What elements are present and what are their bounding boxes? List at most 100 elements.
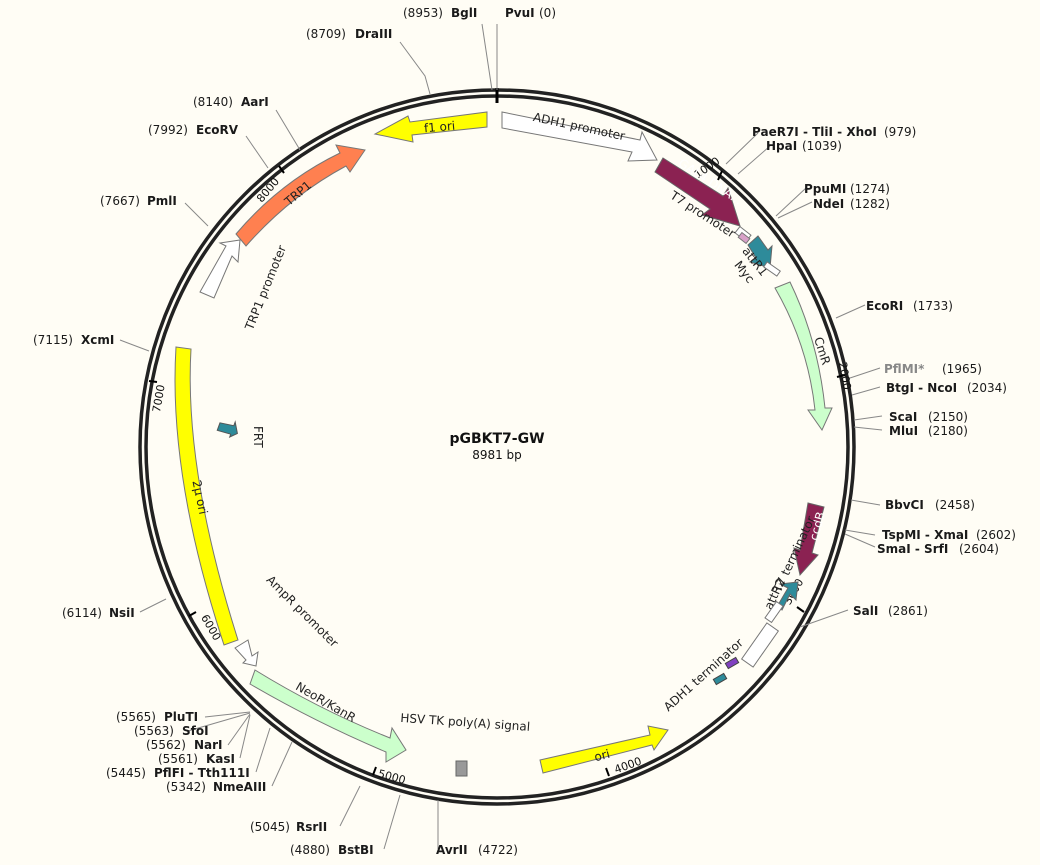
site-pos-bbvci: (2458) bbox=[935, 498, 975, 512]
site-pos-pflmi: (1965) bbox=[942, 362, 982, 376]
feature-arrow-2mu-ori bbox=[174, 346, 239, 646]
site-name-nari: NarI bbox=[194, 738, 223, 752]
site-name-sali: SalI bbox=[853, 604, 878, 618]
feature-label-frt: FRT bbox=[251, 426, 265, 448]
leader-pmli bbox=[184, 202, 209, 227]
feature-label-ampr-promoter: AmpR promoter bbox=[264, 573, 341, 650]
leader-btgi bbox=[851, 386, 881, 396]
tick-6000 bbox=[188, 611, 197, 617]
site-name-xcmi: XcmI bbox=[81, 333, 114, 347]
leader-scai bbox=[853, 415, 883, 421]
site-name-xhoi: PaeR7I - TliI - XhoI bbox=[752, 125, 877, 139]
feature-arrow-attr2 bbox=[777, 581, 799, 611]
site-pos-xcmi: (7115) bbox=[33, 333, 73, 347]
site-name-bbvci: BbvCI bbox=[885, 498, 924, 512]
site-name-ndei: NdeI bbox=[813, 197, 844, 211]
site-pos-avrii: (4722) bbox=[478, 843, 518, 857]
feature-arrow-attr1 bbox=[747, 235, 773, 269]
tick-4000 bbox=[605, 767, 610, 777]
site-pos-bstbi: (4880) bbox=[290, 843, 330, 857]
site-pos-kasi: (5561) bbox=[158, 752, 198, 766]
site-pos-ecori: (1733) bbox=[913, 299, 953, 313]
site-pos-mlui: (2180) bbox=[928, 424, 968, 438]
plasmid-name: pGBKT7-GW bbox=[449, 431, 544, 447]
site-name-scai: ScaI bbox=[889, 410, 917, 424]
feature-label-ori: ori bbox=[593, 747, 612, 765]
feature-arrow-t7-terminator bbox=[764, 600, 784, 624]
leader-pflfi bbox=[255, 727, 271, 773]
site-pos-hpai: (1039) bbox=[802, 139, 842, 153]
site-name-pluti: PluTI bbox=[164, 710, 198, 724]
site-pos-sfoi: (5563) bbox=[134, 724, 174, 738]
tick-3000 bbox=[796, 606, 805, 613]
site-name-pflmi: PflMI* bbox=[884, 362, 925, 376]
site-name-btgi: BtgI - NcoI bbox=[886, 381, 957, 395]
leader-nari bbox=[227, 713, 251, 746]
site-pos-pluti: (5565) bbox=[116, 710, 156, 724]
feature-label-trp1-promoter: TRP1 promoter bbox=[242, 243, 289, 333]
leader-xcmi bbox=[119, 339, 150, 352]
leader-rsrii bbox=[339, 785, 361, 827]
tick-7000 bbox=[148, 380, 158, 383]
site-pos-nsii: (6114) bbox=[62, 606, 102, 620]
site-name-pmli: PmlI bbox=[147, 194, 177, 208]
site-name-tspmi: TspMI - XmaI bbox=[882, 528, 968, 542]
feature-mark-adh1-terminator-a bbox=[724, 656, 740, 670]
leader-sfoi bbox=[187, 712, 251, 732]
leader-ppumi bbox=[775, 187, 807, 217]
leader-ecori bbox=[835, 304, 866, 319]
site-pos-smai: (2604) bbox=[959, 542, 999, 556]
site-name-pvui: PvuI bbox=[505, 6, 535, 20]
leader-nsii bbox=[139, 598, 167, 613]
site-name-pflfi: PflFI - Tth111I bbox=[154, 766, 250, 780]
leader-bgli bbox=[481, 23, 493, 91]
leader-draiii bbox=[399, 41, 431, 95]
site-name-mlui: MluI bbox=[889, 424, 918, 438]
feature-label-f1-ori: f1 ori bbox=[423, 119, 455, 136]
tick-5000 bbox=[372, 766, 377, 776]
leader-mlui bbox=[853, 426, 883, 431]
site-name-ppumi: PpuMI bbox=[804, 182, 846, 196]
site-name-avrii: AvrII bbox=[436, 843, 468, 857]
feature-arrow-f1-ori bbox=[373, 111, 488, 143]
site-pos-pmli: (7667) bbox=[100, 194, 140, 208]
tick-1000 bbox=[717, 170, 723, 181]
leader-ndei bbox=[777, 201, 813, 219]
leader-ecorv bbox=[245, 135, 269, 169]
tick-8000 bbox=[278, 165, 285, 174]
feature-label-adh1-terminator: ADH1 terminator bbox=[661, 636, 746, 714]
site-pos-draiii: (8709) bbox=[306, 27, 346, 41]
feature-arrow-ampr-promoter bbox=[234, 639, 259, 667]
leader-pluti bbox=[204, 711, 251, 718]
leader-tspmi bbox=[844, 529, 876, 536]
leader-hpai bbox=[737, 145, 771, 175]
site-name-kasi: KasI bbox=[206, 752, 235, 766]
site-name-ecorv: EcoRV bbox=[196, 123, 239, 137]
site-pos-pflfi: (5445) bbox=[106, 766, 146, 780]
feature-mark-hsv-tk-polya bbox=[455, 760, 468, 777]
feature-arrow-adh1-terminator bbox=[740, 622, 780, 668]
site-name-hpai: HpaI bbox=[766, 139, 797, 153]
feature-arrow-myc bbox=[763, 261, 781, 277]
site-pos-ppumi: (1274) bbox=[850, 182, 890, 196]
site-name-rsrii: RsrII bbox=[296, 820, 327, 834]
site-pos-sali: (2861) bbox=[888, 604, 928, 618]
site-pos-rsrii: (5045) bbox=[250, 820, 290, 834]
site-pos-aari: (8140) bbox=[193, 95, 233, 109]
feature-arrow-adh1-promoter bbox=[501, 111, 658, 162]
leader-pflmi bbox=[849, 367, 881, 379]
feature-arrow-trp1-promoter bbox=[199, 239, 241, 299]
leader-sali bbox=[799, 609, 849, 628]
site-leader-lines bbox=[119, 23, 883, 850]
feature-mark-t7-promoter bbox=[737, 231, 751, 245]
leader-bbvci bbox=[850, 499, 881, 506]
plasmid-length: 8981 bp bbox=[472, 448, 522, 462]
site-pos-nmeaiii: (5342) bbox=[166, 780, 206, 794]
site-pos-nari: (5562) bbox=[146, 738, 186, 752]
feature-arrow-frt bbox=[216, 420, 238, 438]
site-name-bstbi: BstBI bbox=[338, 843, 374, 857]
backbone-outer bbox=[138, 88, 856, 806]
leader-kasi bbox=[239, 714, 251, 759]
site-name-nmeaiii: NmeAIII bbox=[213, 780, 266, 794]
site-pos-ecorv: (7992) bbox=[148, 123, 188, 137]
